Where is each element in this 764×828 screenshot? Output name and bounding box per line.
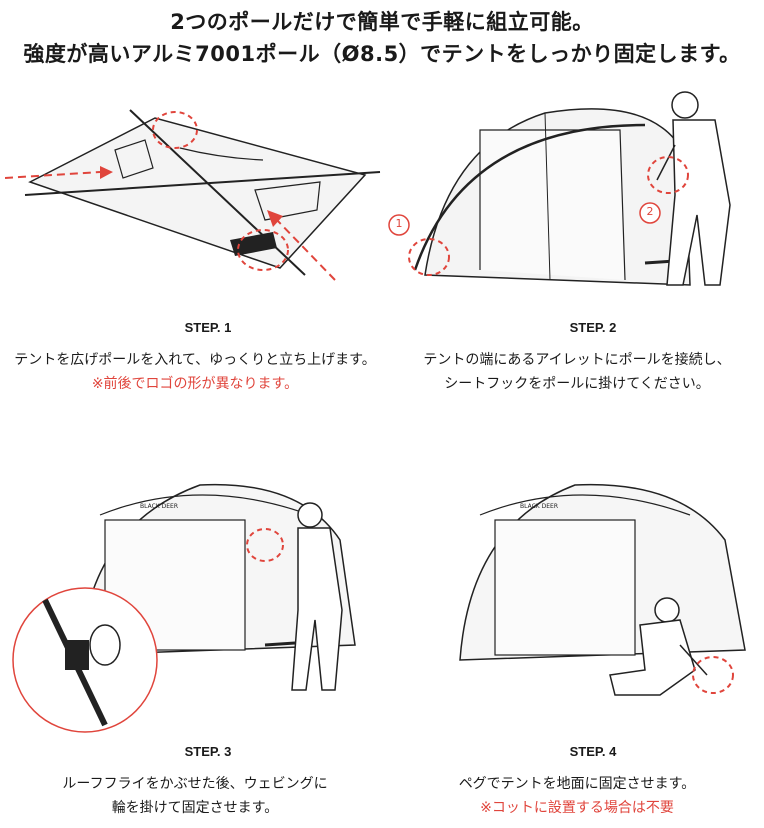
- step1-line1: テントを広げポールを入れて、ゆっくりと立ち上げます。: [14, 352, 376, 368]
- step4-label: STEP. 4: [569, 744, 617, 759]
- step4-line1: ペグでテントを地面に固定させます。: [458, 776, 696, 792]
- step3-description: ルーフフライをかぶせた後、ウェビングに 輪を掛けて固定させます。: [0, 772, 390, 820]
- marker-1: 1: [395, 217, 403, 230]
- headline-line-2: 強度が高いアルミ7001ポール（Ø8.5）でテントをしっかり固定します。: [23, 42, 741, 66]
- logo-text-step3: BLACK DEER: [140, 503, 178, 510]
- step3-line2: 輪を掛けて固定させます。: [111, 800, 279, 816]
- step4-illustration: BLACK DEER: [395, 470, 760, 740]
- step2-description: テントの端にあるアイレットにポールを接続し、 シートフックをポールに掛けてくださ…: [392, 348, 762, 396]
- step1-note: ※前後でロゴの形が異なります。: [91, 376, 299, 392]
- step2-label: STEP. 2: [569, 320, 617, 335]
- step1-illustration: [5, 100, 385, 300]
- step3-line1: ルーフフライをかぶせた後、ウェビングに: [62, 776, 328, 792]
- step2-line1: テントの端にあるアイレットにポールを接続し、: [423, 352, 731, 368]
- step1-description: テントを広げポールを入れて、ゆっくりと立ち上げます。 ※前後でロゴの形が異なりま…: [0, 348, 390, 396]
- step2-line2: シートフックをポールに掛けてください。: [444, 376, 710, 392]
- headline-line-1: 2つのポールだけで簡単で手軽に組立可能。: [170, 10, 594, 34]
- logo-text-step4: BLACK DEER: [520, 503, 558, 510]
- step4-note: ※コットに設置する場合は不要: [480, 800, 674, 816]
- step3-label: STEP. 3: [184, 744, 232, 759]
- step4-description: ペグでテントを地面に固定させます。 ※コットに設置する場合は不要: [392, 772, 762, 820]
- step3-illustration: BLACK DEER: [10, 470, 370, 740]
- step2-illustration: 1 2: [385, 85, 760, 300]
- marker-2: 2: [646, 205, 654, 218]
- step1-label: STEP. 1: [184, 320, 232, 335]
